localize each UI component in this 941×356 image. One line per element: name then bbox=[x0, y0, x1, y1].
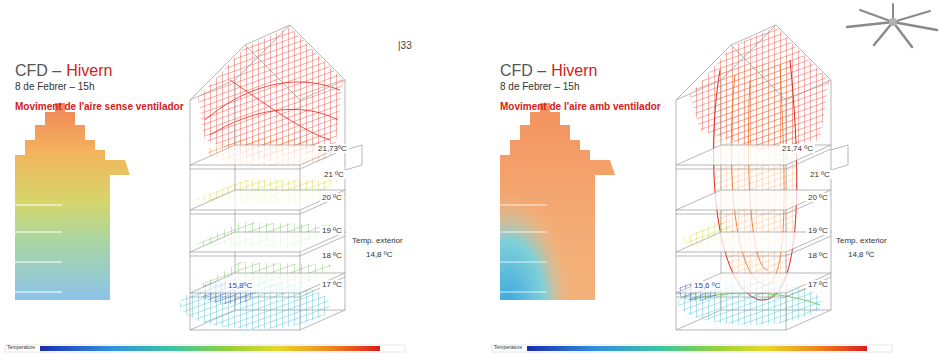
temperature-value: 18 ºC bbox=[806, 251, 830, 260]
panel-subtitle: Moviment de l'aire amb ventilador bbox=[500, 101, 661, 113]
panel-title: CFD – bbox=[15, 62, 61, 80]
colorbar-label: Temperature bbox=[494, 345, 522, 351]
temperature-value: 15,6 ºC bbox=[692, 281, 723, 290]
exterior-value: 14,8 ºC bbox=[366, 250, 393, 259]
panel-title: CFD – bbox=[500, 62, 546, 80]
temperature-value: 19 ºC bbox=[806, 226, 830, 235]
page-number: |33 bbox=[398, 40, 412, 52]
colorbar-frame bbox=[492, 345, 892, 352]
panel-date: 8 de Febrer – 15h bbox=[15, 81, 95, 93]
building-wireframe bbox=[676, 25, 848, 330]
panel-subtitle: Moviment de l'aire sense ventilador bbox=[15, 101, 184, 113]
panel-title: Hivern bbox=[551, 62, 597, 80]
exterior-value: 14,8 ºC bbox=[848, 250, 875, 259]
fan-icon bbox=[847, 4, 937, 47]
cold-zone bbox=[495, 100, 615, 305]
temperature-value: 21 ºC bbox=[808, 170, 832, 179]
floor-line bbox=[15, 205, 62, 292]
exterior-label: Temp. exterior bbox=[836, 236, 887, 245]
temperature-value: 17 ºC bbox=[320, 280, 344, 289]
temperature-value: 15,8ºC bbox=[226, 281, 254, 290]
colorbar-label: Temperature bbox=[7, 345, 35, 351]
colorbar bbox=[40, 346, 380, 351]
temperature-value: 18 ºC bbox=[320, 251, 344, 260]
building-wireframe bbox=[190, 25, 362, 330]
panel-date: 8 de Febrer – 15h bbox=[500, 81, 580, 93]
temperature-value: 21,74 ºC bbox=[780, 144, 815, 153]
colorbar bbox=[527, 346, 867, 351]
floor-line bbox=[500, 205, 547, 292]
temperature-section bbox=[15, 103, 130, 300]
temperature-value: 17 ºC bbox=[806, 280, 830, 289]
colorbar-frame bbox=[5, 345, 405, 352]
exterior-label: Temp. exterior bbox=[352, 236, 403, 245]
temperature-value: 21 ºC bbox=[322, 170, 346, 179]
temperature-value: 20 ºC bbox=[806, 193, 830, 202]
temperature-value: 21,73ºC bbox=[316, 144, 349, 153]
temperature-value: 20 ºC bbox=[320, 193, 344, 202]
temperature-value: 19 ºC bbox=[320, 226, 344, 235]
panel-title: Hivern bbox=[66, 62, 112, 80]
